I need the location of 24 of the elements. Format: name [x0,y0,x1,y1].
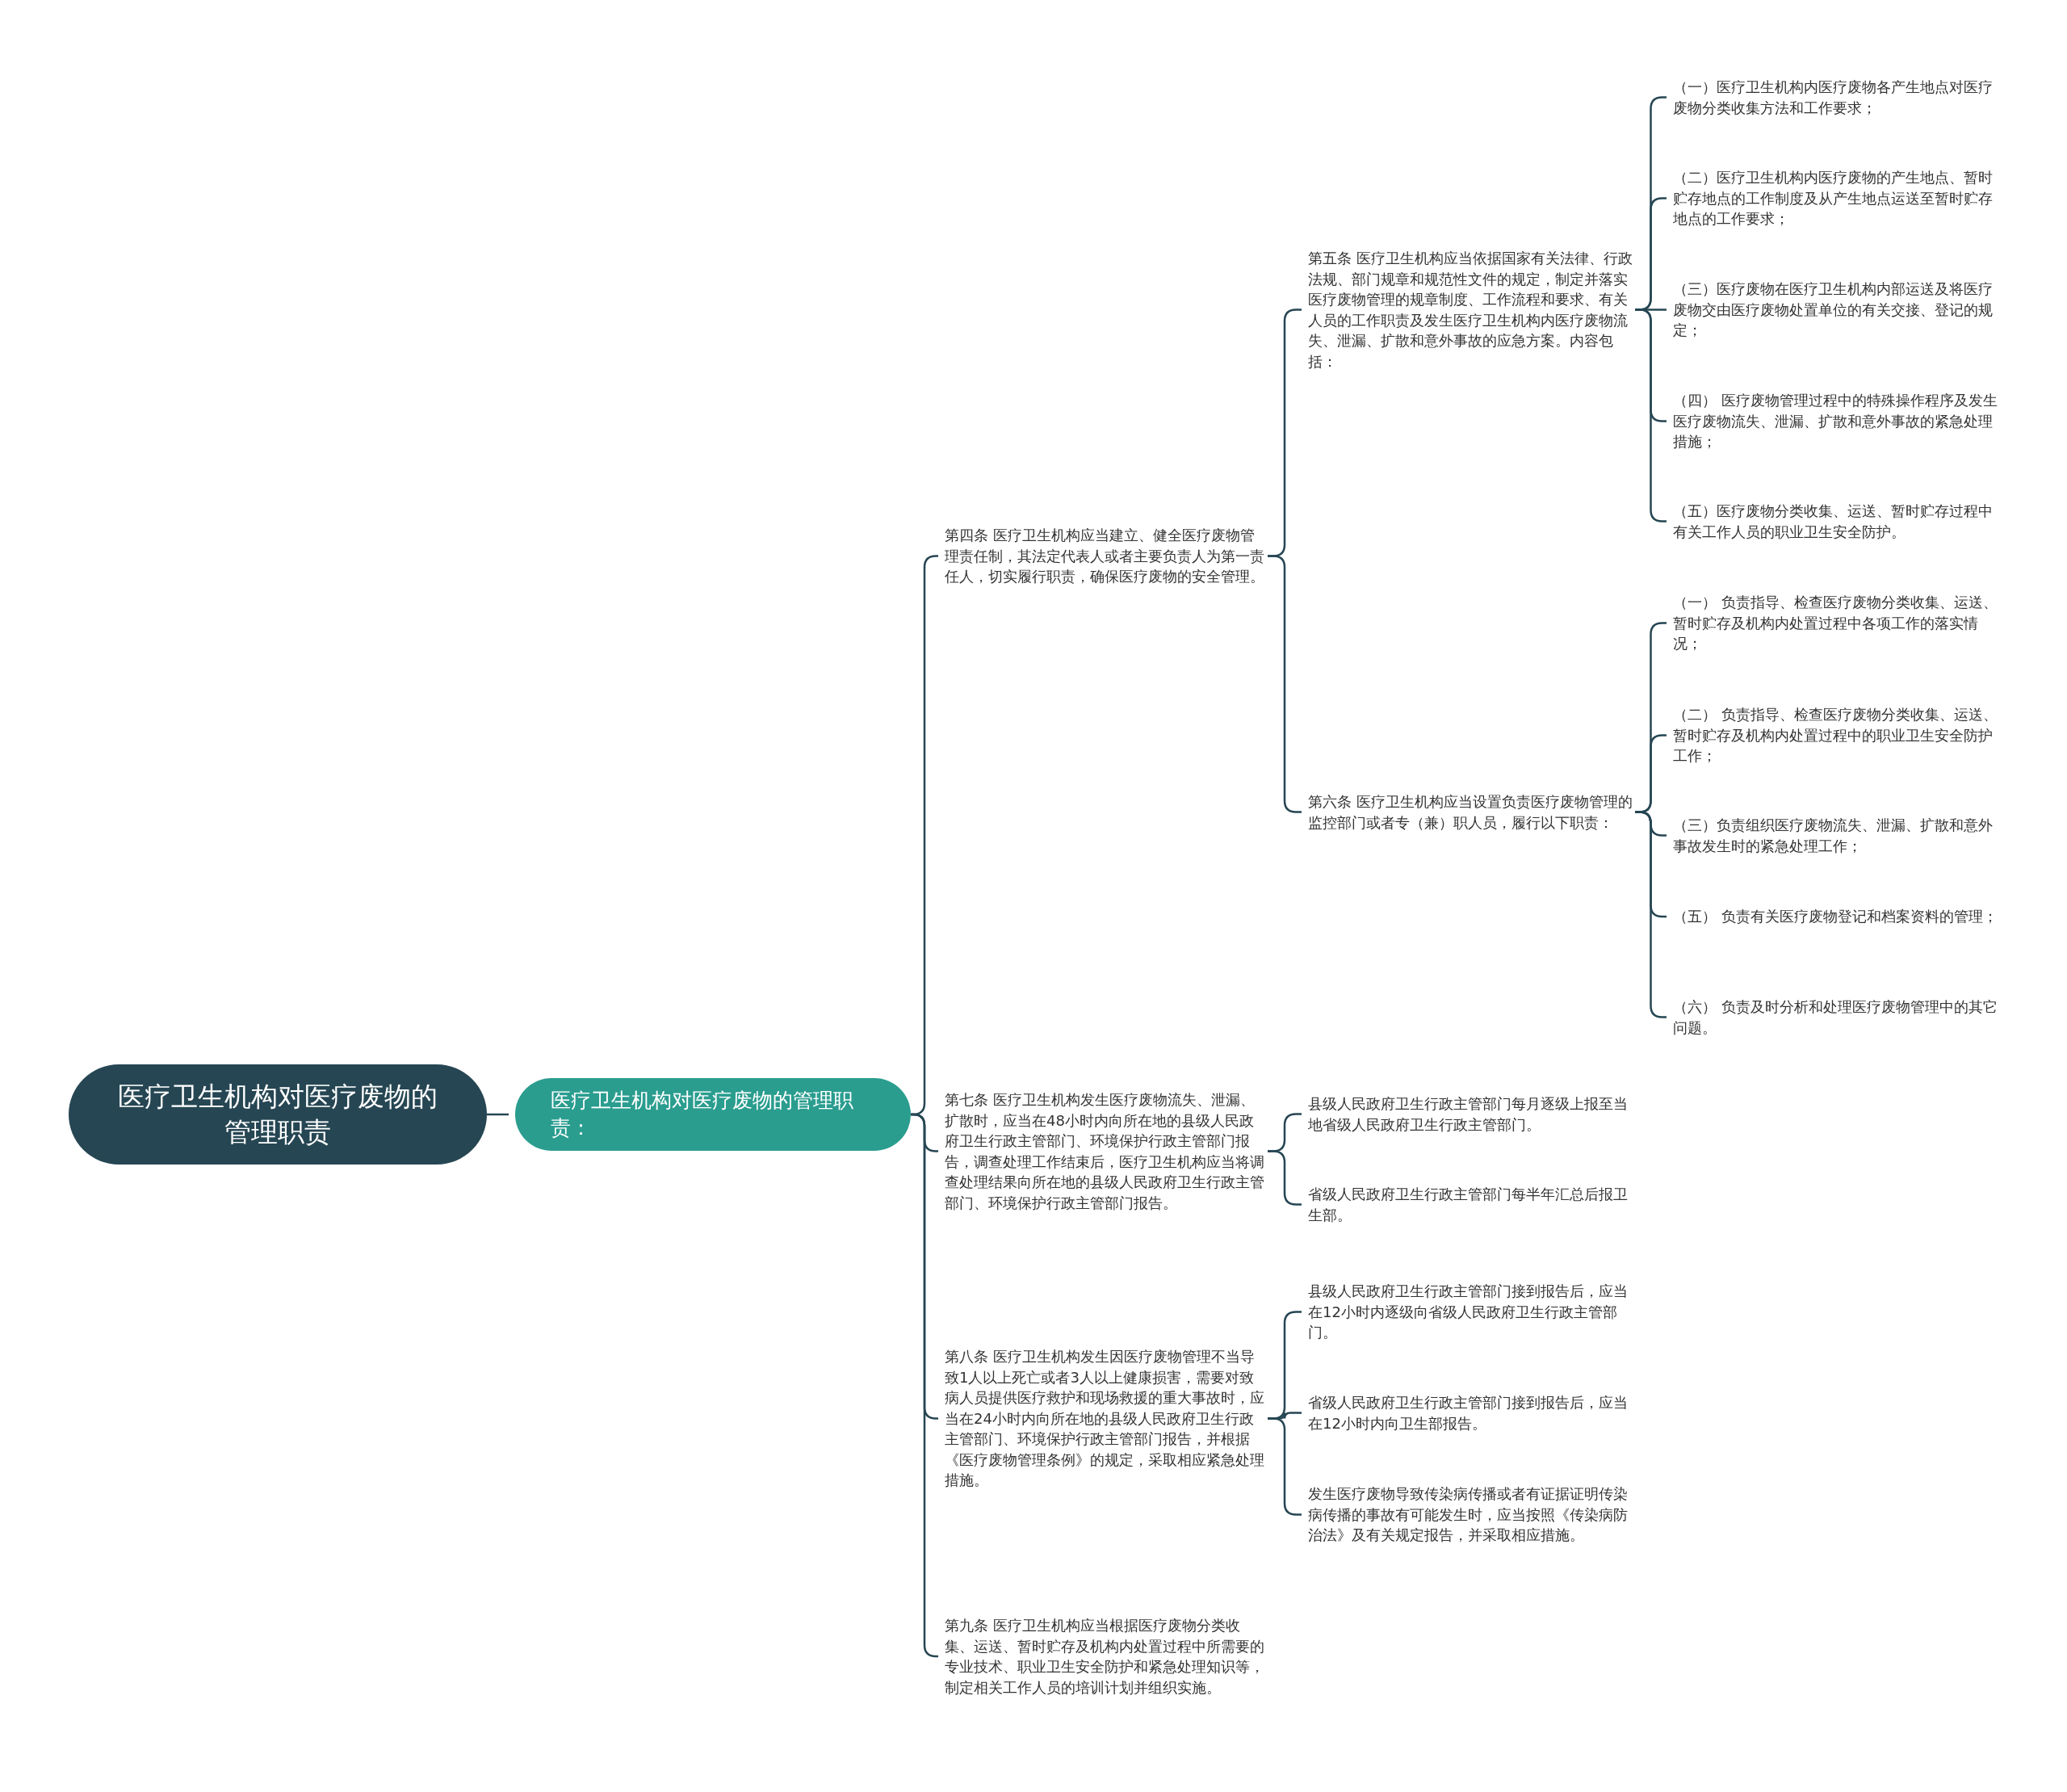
topic-text: 第六条 医疗卫生机构应当设置负责医疗废物管理的监控部门或者专（兼）职人员，履行以下职责： [1308,792,1633,833]
topic-text: （三）负责组织医疗废物流失、泄漏、扩散和意外事故发生时的紧急处理工作； [1673,816,1994,856]
topic-text: （四） 医疗废物管理过程中的特殊操作程序及发生医疗废物流失、泄漏、扩散和意外事故的紧急处理措施； [1673,391,1998,451]
topic-text: （一）医疗卫生机构内医疗废物各产生地点对医疗废物分类收集方法和工作要求； [1673,78,1994,118]
topic-text: 省级人民政府卫生行政主管部门每半年汇总后报卫生部。 [1308,1185,1629,1225]
topic-text: 第九条 医疗卫生机构应当根据医疗废物分类收集、运送、暂时贮存及机构内处置过程中所需要的专业技术、职业卫生安全防护和紧急处理知识等，制定相关工作人员的培训计划并组织实施。 [945,1616,1265,1698]
topic-text: （二） 负责指导、检查医疗废物分类收集、运送、暂时贮存及机构内处置过程中的职业卫生安全防护工作； [1673,705,1998,766]
topic-text: 第四条 医疗卫生机构应当建立、健全医疗废物管理责任制，其法定代表人或者主要负责人为第一责任人，切实履行职责，确保医疗废物的安全管理。 [945,526,1265,586]
topic-text: 第五条 医疗卫生机构应当依据国家有关法律、行政法规、部门规章和规范性文件的规定，制定并落实医疗废物管理的规章制度、工作流程和要求、有关人员的工作职责及发生医疗卫生机构内医疗废物流失、泄漏、扩散和意外事故的应急方案。内容包括： [1308,249,1633,371]
topic-text: 县级人民政府卫生行政主管部门接到报告后，应当在12小时内逐级向省级人民政府卫生行政主管部门。 [1308,1282,1629,1342]
connector-line [487,1113,509,1116]
topic-text: 第八条 医疗卫生机构发生因医疗废物管理不当导致1人以上死亡或者3人以上健康损害，需要对致病人员提供医疗救护和现场救援的重大事故时，应当在24小时内向所在地的县级人民政府卫生行政主管部门、环境保护行政主管部门报告，并根据《医疗废物管理条例》的规定，采取相应紧急处理措施。 [945,1347,1265,1490]
topic-text: 省级人民政府卫生行政主管部门接到报告后，应当在12小时内向卫生部报告。 [1308,1393,1629,1433]
topic-text: 发生医疗废物导致传染病传播或者有证据证明传染病传播的事故有可能发生时，应当按照《传染病防治法》及有关规定报告，并采取相应措施。 [1308,1484,1629,1545]
topic-text: （五） 负责有关医疗废物登记和档案资料的管理； [1673,907,1998,926]
topic-text: （一） 负责指导、检查医疗废物分类收集、运送、暂时贮存及机构内处置过程中各项工作的落实情况； [1673,593,1998,653]
topic-text: （五）医疗废物分类收集、运送、暂时贮存过程中有关工作人员的职业卫生安全防护。 [1673,502,1994,542]
topic-text: （三）医疗废物在医疗卫生机构内部运送及将医疗废物交由医疗废物处置单位的有关交接、登记的规定； [1673,279,1994,340]
topic-text: 县级人民政府卫生行政主管部门每月逐级上报至当地省级人民政府卫生行政主管部门。 [1308,1094,1629,1135]
topic-text: 第七条 医疗卫生机构发生医疗废物流失、泄漏、扩散时，应当在48小时内向所在地的县级人民政府卫生行政主管部门、环境保护行政主管部门报告，调查处理工作结束后，医疗卫生机构应当将调查处理结果向所在地的县级人民政府卫生行政主管部门、环境保护行政主管部门报告。 [945,1090,1265,1213]
topic-text: （六） 负责及时分析和处理医疗废物管理中的其它问题。 [1673,997,1998,1038]
topic-text: 医疗卫生机构对医疗废物的管理职责： [551,1088,854,1141]
topic-text: 医疗卫生机构对医疗废物的管理职责 [117,1080,438,1149]
topic-text: （二）医疗卫生机构内医疗废物的产生地点、暂时贮存地点的工作制度及从产生地点运送至暂时贮存地点的工作要求； [1673,168,1994,229]
